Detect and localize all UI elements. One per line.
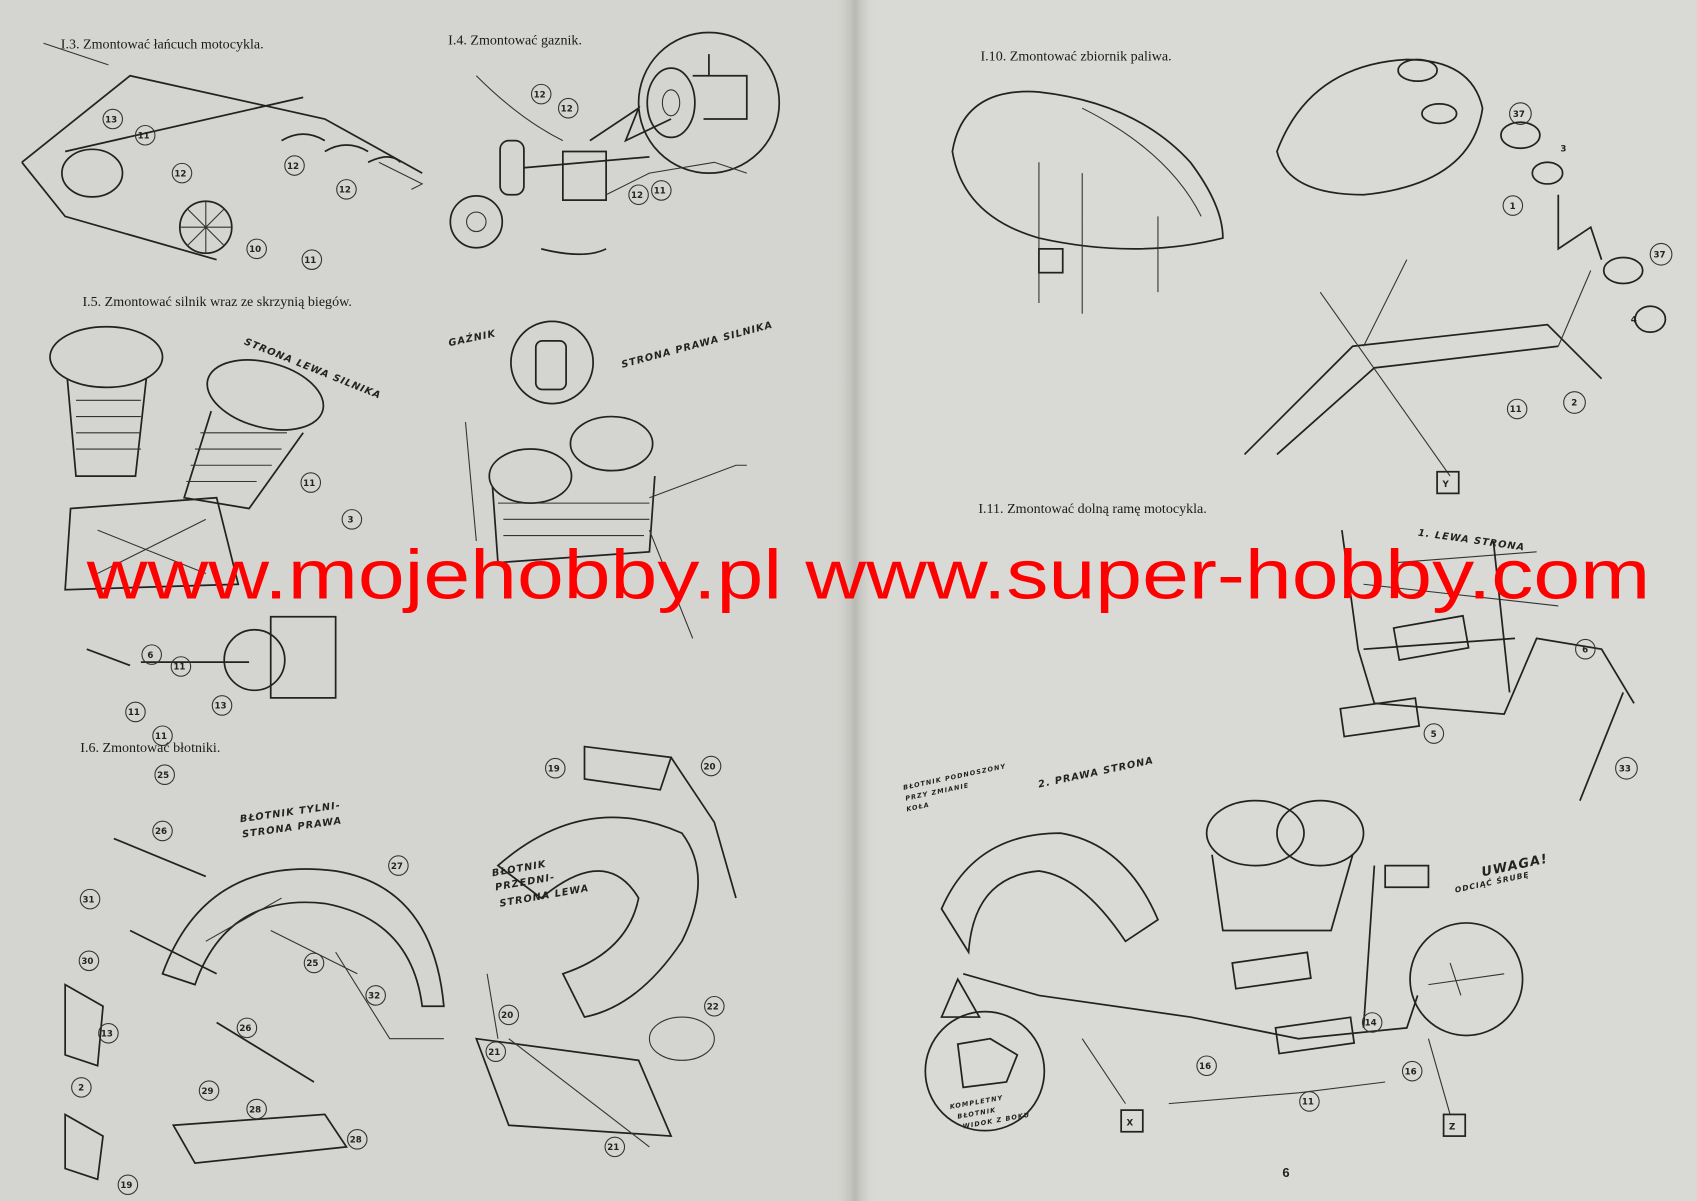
svg-text:1: 1 bbox=[1510, 202, 1516, 212]
step-title-1-11: I.11. Zmontować dolną ramę motocykla. bbox=[978, 501, 1206, 517]
svg-text:26: 26 bbox=[239, 1024, 251, 1034]
svg-text:16: 16 bbox=[1199, 1062, 1211, 1072]
step-title-1-4: I.4. Zmontować gaznik. bbox=[448, 32, 582, 48]
svg-text:12: 12 bbox=[339, 186, 351, 196]
reference-box-x: X bbox=[1120, 1109, 1144, 1133]
svg-text:11: 11 bbox=[128, 708, 140, 718]
svg-text:11: 11 bbox=[1302, 1098, 1314, 1108]
carburettor-diagram bbox=[449, 31, 781, 256]
svg-text:19: 19 bbox=[548, 764, 560, 774]
step-title-1-10: I.10. Zmontować zbiornik paliwa. bbox=[981, 49, 1172, 65]
svg-text:13: 13 bbox=[101, 1030, 113, 1040]
svg-text:5: 5 bbox=[1431, 730, 1437, 740]
reference-box-y: Y bbox=[1436, 470, 1460, 495]
step-title-1-5: I.5. Zmontować silnik wraz ze skrzynią b… bbox=[82, 294, 351, 310]
part-callouts-right: 37 3 1 37 4 11 2 6 5 33 16 11 14 16 bbox=[1196, 102, 1673, 1112]
chain-diagram bbox=[21, 42, 424, 261]
svg-text:11: 11 bbox=[138, 131, 150, 141]
svg-text:28: 28 bbox=[350, 1136, 362, 1146]
svg-text:4: 4 bbox=[1631, 315, 1637, 325]
engine-diagram bbox=[49, 320, 747, 699]
svg-text:11: 11 bbox=[173, 663, 185, 673]
svg-text:6: 6 bbox=[1582, 645, 1588, 655]
gutter-shadow bbox=[833, 0, 877, 1201]
svg-text:37: 37 bbox=[1513, 110, 1525, 120]
svg-text:2: 2 bbox=[1571, 399, 1577, 409]
svg-text:11: 11 bbox=[304, 256, 316, 266]
svg-text:19: 19 bbox=[120, 1181, 132, 1191]
fuel-tank-diagram bbox=[951, 58, 1667, 477]
svg-text:31: 31 bbox=[82, 895, 94, 905]
svg-text:21: 21 bbox=[607, 1143, 619, 1153]
svg-text:27: 27 bbox=[391, 862, 403, 872]
svg-text:3: 3 bbox=[1560, 144, 1566, 154]
svg-text:32: 32 bbox=[368, 992, 380, 1002]
svg-text:29: 29 bbox=[201, 1087, 213, 1097]
fender-diagram bbox=[64, 745, 737, 1181]
svg-text:21: 21 bbox=[488, 1048, 500, 1058]
svg-text:11: 11 bbox=[303, 479, 315, 489]
svg-text:26: 26 bbox=[155, 827, 167, 837]
watermark: www.mojehobby.pl www.super-hobby.com bbox=[86, 535, 1651, 613]
svg-text:20: 20 bbox=[501, 1011, 513, 1021]
svg-text:Z: Z bbox=[1449, 1123, 1455, 1133]
svg-text:20: 20 bbox=[704, 762, 716, 772]
svg-text:2: 2 bbox=[78, 1084, 84, 1094]
svg-text:12: 12 bbox=[561, 104, 573, 114]
svg-text:X: X bbox=[1127, 1118, 1134, 1128]
svg-text:33: 33 bbox=[1619, 764, 1631, 774]
svg-text:28: 28 bbox=[249, 1105, 261, 1115]
svg-text:Y: Y bbox=[1442, 480, 1450, 490]
svg-text:11: 11 bbox=[155, 732, 167, 742]
svg-text:22: 22 bbox=[707, 1002, 719, 1012]
page-number: 6 bbox=[1282, 1165, 1289, 1180]
svg-text:11: 11 bbox=[1510, 405, 1522, 415]
svg-text:11: 11 bbox=[654, 187, 666, 197]
svg-text:10: 10 bbox=[249, 245, 261, 255]
svg-text:12: 12 bbox=[534, 90, 546, 100]
reference-box-z: Z bbox=[1442, 1113, 1467, 1137]
svg-text:16: 16 bbox=[1405, 1067, 1417, 1077]
svg-text:12: 12 bbox=[174, 169, 186, 179]
svg-text:25: 25 bbox=[306, 959, 318, 969]
svg-text:14: 14 bbox=[1365, 1019, 1377, 1029]
left-page bbox=[0, 0, 855, 1201]
svg-text:13: 13 bbox=[105, 115, 117, 125]
step-title-1-3: I.3. Zmontować łańcuch motocykla. bbox=[61, 37, 264, 53]
svg-text:13: 13 bbox=[214, 702, 226, 712]
svg-text:25: 25 bbox=[157, 771, 169, 781]
svg-text:37: 37 bbox=[1653, 251, 1665, 261]
svg-text:3: 3 bbox=[348, 516, 354, 526]
part-callouts-left: 13 11 12 12 12 12 10 11 11 12 12 11 11 1… bbox=[71, 83, 725, 1196]
svg-text:30: 30 bbox=[81, 957, 93, 967]
step-title-1-6: I.6. Zmontować błotniki. bbox=[80, 740, 220, 756]
lower-frame-diagram bbox=[924, 530, 1635, 1132]
svg-text:12: 12 bbox=[287, 162, 299, 172]
svg-text:12: 12 bbox=[631, 191, 643, 201]
right-page bbox=[854, 0, 1697, 1201]
svg-text:6: 6 bbox=[147, 651, 153, 661]
